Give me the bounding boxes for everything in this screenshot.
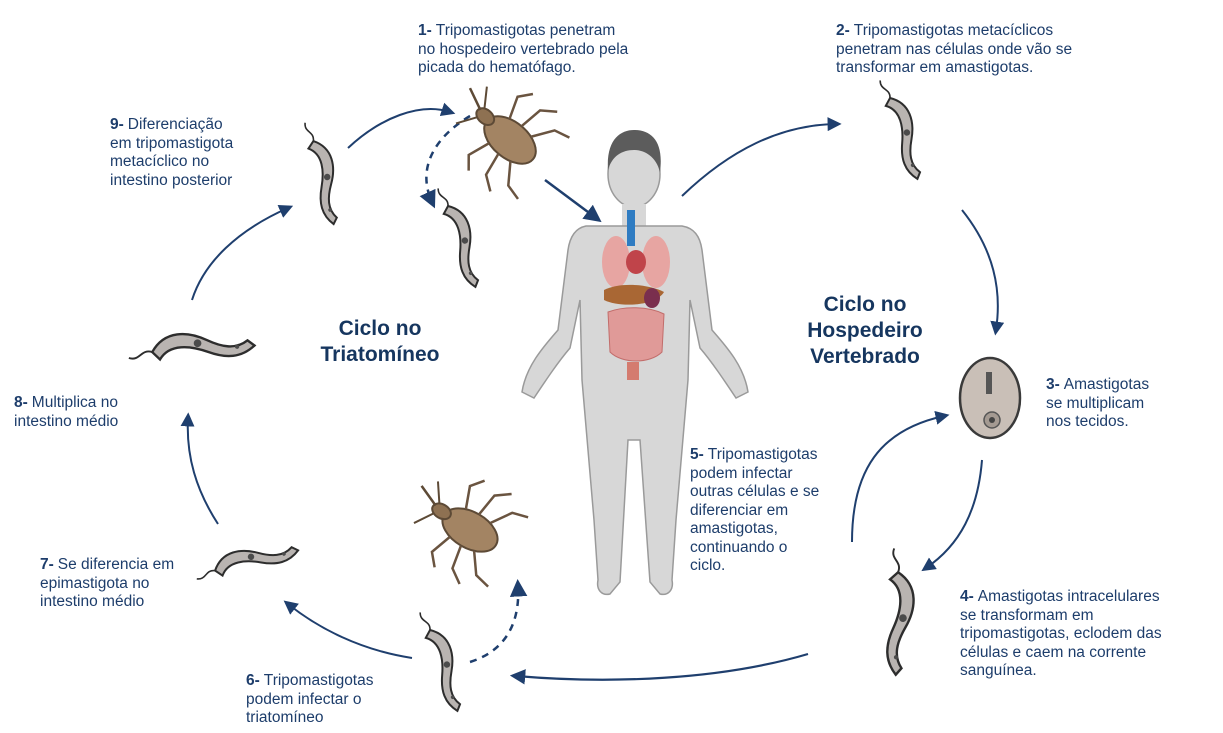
step-2-label: 2-Tripomastigotas metacíclicos penetram … — [836, 22, 1136, 78]
step-6-label: 6-Tripomastigotas podem infectar o triat… — [246, 672, 416, 728]
step-9-label: 9-Diferenciação em tripomastigota metací… — [110, 116, 280, 190]
arrow-3-to-4 — [926, 460, 982, 568]
step-5-label: 5-Tripomastigotas podem infectar outras … — [690, 446, 860, 576]
trypanosome-icon — [861, 547, 932, 676]
arrow-8-to-9 — [192, 208, 288, 300]
arrow-4-to-6 — [516, 654, 808, 680]
arrow-bite-dashed — [426, 116, 470, 202]
arrow-6-to-7 — [288, 604, 412, 658]
arrow-7-to-8 — [188, 418, 218, 524]
step-4-label: 4-Amastigotas intracelulares se transfor… — [960, 588, 1220, 681]
step-1-label: 1-Tripomastigotas penetram no hospedeiro… — [418, 22, 708, 78]
arrow-6-dashed-up — [470, 586, 518, 662]
step-8-label: 8-Multiplica no intestino médio — [14, 394, 174, 431]
trypanosome-icon — [857, 77, 944, 180]
trypanosome-icon — [127, 310, 256, 390]
infected-cell-icon — [960, 358, 1020, 438]
trypanosome-icon — [280, 120, 361, 225]
arrow-bug-to-host — [545, 180, 596, 218]
arrow-1-to-2 — [682, 124, 836, 196]
insect-cycle-title: Ciclo no Triatomíneo — [310, 316, 450, 368]
step-3-label: 3-Amastigotas se multiplicam nos tecidos… — [1046, 376, 1186, 432]
trypanosome-icon — [415, 185, 502, 288]
arrow-2-to-3 — [962, 210, 998, 330]
arrow-9-to-1 — [348, 109, 450, 148]
step-7-label: 7-Se diferencia em epimastigota no intes… — [40, 556, 210, 612]
triatomine-bug-icon — [389, 453, 535, 597]
host-cycle-title: Ciclo no Hospedeiro Vertebrado — [785, 292, 945, 370]
arrow-4-to-3 — [852, 416, 944, 542]
